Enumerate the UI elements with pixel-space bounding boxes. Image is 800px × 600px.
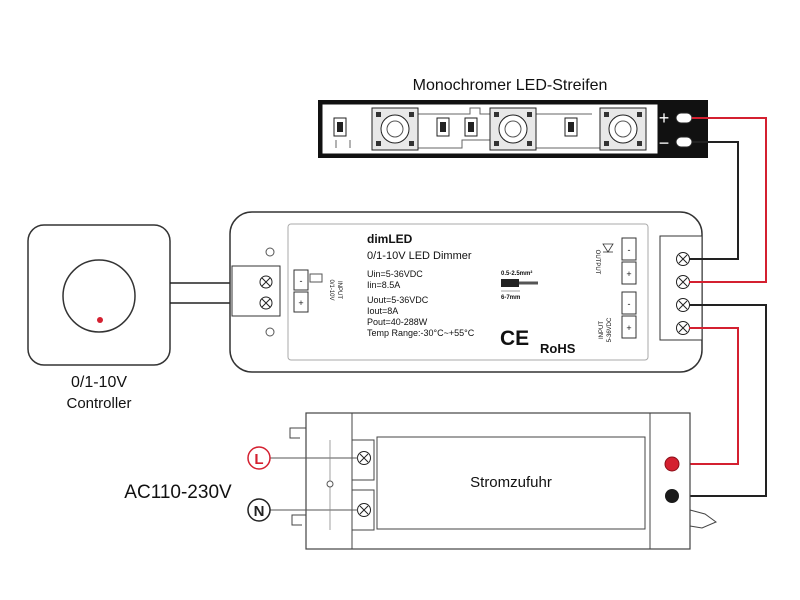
wire-psu-plus: [672, 327, 739, 465]
strip-length-label: 6-7mm: [501, 295, 520, 301]
resistor-2: [436, 117, 450, 137]
controller-wires: [170, 282, 240, 304]
resistor-1: [333, 117, 347, 137]
dimmer-brand: dimLED: [367, 232, 413, 246]
input-sub-label: 0/1-10V: [328, 279, 334, 300]
input-minus-label: -: [300, 276, 303, 286]
led-strip-pad-plus: [675, 112, 693, 124]
led-strip-minus-label: −: [659, 133, 670, 153]
psu-center-dot: [326, 480, 334, 488]
neutral-marker: N: [247, 498, 271, 522]
led-chip-3: [599, 107, 647, 151]
dimmer: - + INPUT 0/1-10V dimLED 0/1-10V LED Dim…: [229, 211, 703, 373]
led-strip-plus-label: +: [659, 108, 670, 128]
out-terminal-screw-1: [676, 252, 690, 266]
dimmer-label-panel: [287, 223, 649, 361]
out-minus-label: -: [628, 245, 631, 255]
input-label: INPUT: [336, 281, 342, 299]
dimmer-model: 0/1-10V LED Dimmer: [367, 250, 472, 262]
ac-voltage-label: AC110-230V: [124, 482, 232, 503]
led-strip-title: Monochromer LED-Streifen: [413, 77, 608, 94]
controller-knob-indicator: [97, 317, 103, 323]
resistor-4: [564, 117, 578, 137]
out-terminal-screw-3: [676, 298, 690, 312]
controller: [27, 224, 171, 366]
mount-hole-tl: [265, 247, 275, 257]
resistor-3: [464, 117, 478, 137]
mount-hole-bl: [265, 327, 275, 337]
psu-output-minus: [665, 489, 679, 503]
neutral-label: N: [254, 503, 265, 520]
input-plus-label: +: [298, 298, 303, 308]
wire-psu-minus: [672, 304, 767, 497]
input-minus-box: [293, 269, 309, 291]
controller-knob: [62, 259, 136, 333]
psu-terminal-n: [351, 489, 375, 531]
spec-iout: Iout=8A: [367, 306, 398, 316]
live-marker: L: [247, 446, 271, 470]
led-strip: + −: [318, 100, 708, 158]
wire-led-plus: [689, 117, 767, 283]
led-strip-pad-minus: [675, 136, 693, 148]
power-input-label: INPUT: [599, 321, 605, 339]
spec-temp: Temp Range:-30°C~+55°C: [367, 328, 475, 338]
spec-uout: Uout=5-36VDC: [367, 295, 429, 305]
rohs-mark: RoHS: [540, 341, 576, 356]
potentiometer-icon: [309, 273, 323, 283]
spec-iin: Iin=8.5A: [367, 280, 400, 290]
input-terminal-screw-2: [259, 296, 273, 310]
controller-label-2: Controller: [66, 395, 131, 412]
power-supply: [289, 412, 718, 550]
input-terminal-screw-1: [259, 275, 273, 289]
out-terminal-screw-4: [676, 321, 690, 335]
wire-size-label: 0.5-2.5mm²: [501, 270, 532, 277]
pwr-plus-box: [621, 315, 637, 339]
power-input-sub-label: 5-36VDC: [607, 317, 613, 342]
wire-strip-icon: [501, 279, 538, 292]
psu-label: Stromzufuhr: [470, 474, 552, 491]
led-chip-2: [489, 107, 537, 151]
pwr-plus-label: +: [626, 323, 631, 333]
input-terminal-block: [231, 265, 281, 317]
out-plus-label: +: [626, 269, 631, 279]
spec-uin: Uin=5-36VDC: [367, 269, 423, 279]
live-label: L: [254, 451, 263, 468]
output-label: OUTPUT: [594, 250, 600, 275]
out-minus-box: [621, 237, 637, 261]
input-plus-box: [293, 291, 309, 313]
psu-label-panel: [376, 436, 646, 530]
pwr-minus-box: [621, 291, 637, 315]
out-terminal-screw-2: [676, 275, 690, 289]
psu-output-plus: [664, 456, 680, 472]
psu-tab-left: [289, 427, 306, 526]
wire-led-minus: [689, 141, 739, 260]
spec-pout: Pout=40-288W: [367, 317, 428, 327]
led-symbol-icon: [602, 243, 614, 253]
out-plus-box: [621, 261, 637, 285]
psu-terminal-l: [351, 439, 375, 481]
led-chip-1: [371, 107, 419, 151]
led-strip-traces: [335, 107, 600, 149]
psu-tab-right: [689, 509, 718, 529]
ce-mark: CE: [500, 327, 529, 350]
controller-label-1: 0/1-10V: [71, 374, 127, 391]
pwr-minus-label: -: [628, 299, 631, 309]
